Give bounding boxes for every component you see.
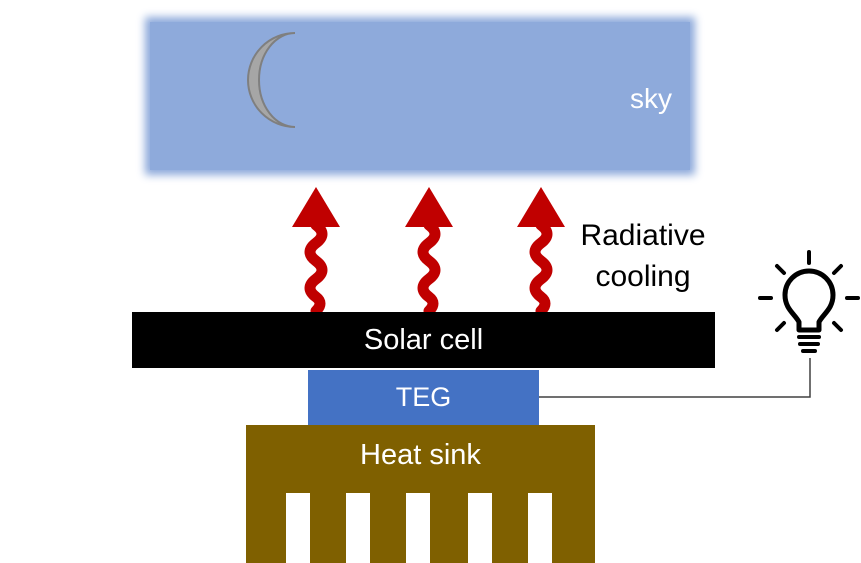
sky-label: sky [630, 83, 672, 114]
radiative-cooling-label: Radiative cooling [563, 215, 723, 297]
solar-cell-layer: Solar cell [132, 312, 715, 368]
heat-sink-fin-gap [468, 493, 492, 563]
radiative-cooling-line2: cooling [595, 260, 691, 293]
heat-sink-fin-gap [346, 493, 370, 563]
radiation-arrow-icon [517, 187, 565, 313]
teg-layer: TEG [308, 370, 539, 425]
solar-cell-label: Solar cell [363, 323, 484, 356]
sky-region [150, 22, 690, 170]
heat-sink-layer: Heat sink [246, 425, 595, 563]
moon-icon [247, 32, 296, 128]
heat-sink-fin-gap [528, 493, 552, 563]
teg-label: TEG [395, 382, 452, 412]
light-bulb-icon [758, 250, 860, 353]
heat-sink-fin-gap [406, 493, 430, 563]
radiative-cooling-line1: Radiative [580, 219, 706, 252]
radiation-arrow-icon [405, 187, 453, 313]
heat-sink-fin-gap [286, 493, 310, 563]
heat-sink-label: Heat sink [360, 439, 481, 471]
radiation-arrow-icon [292, 187, 340, 313]
